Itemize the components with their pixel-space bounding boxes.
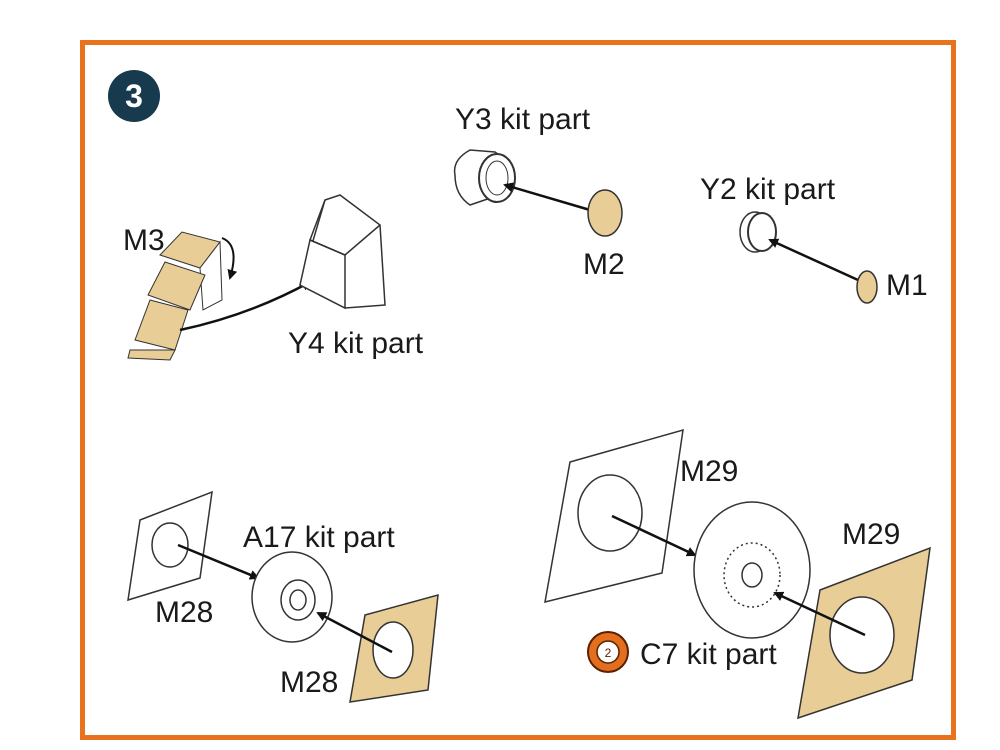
label-m1: M1 bbox=[886, 269, 928, 302]
label-c7-kit-part: C7 kit part bbox=[640, 638, 777, 671]
c7-assembly: 2 bbox=[544, 428, 931, 720]
y4-kit-part bbox=[299, 194, 386, 310]
label-m29-stencil: M29 bbox=[680, 455, 739, 488]
c7-badge-number: 2 bbox=[605, 646, 612, 660]
y2-assembly bbox=[739, 211, 878, 304]
label-m28-resin: M28 bbox=[280, 666, 339, 699]
m3-part bbox=[127, 231, 312, 361]
label-m29-resin: M29 bbox=[842, 518, 901, 551]
label-m2: M2 bbox=[583, 248, 625, 281]
a17-assembly bbox=[127, 490, 439, 703]
step-number-badge: 3 bbox=[108, 70, 160, 122]
label-y4-kit-part: Y4 kit part bbox=[288, 327, 424, 360]
label-y3-kit-part: Y3 kit part bbox=[455, 103, 591, 136]
label-a17-kit-part: A17 kit part bbox=[243, 521, 395, 554]
label-y2-kit-part: Y2 kit part bbox=[700, 173, 836, 206]
label-m28-stencil: M28 bbox=[155, 596, 214, 629]
label-m3: M3 bbox=[123, 224, 165, 257]
y3-assembly bbox=[453, 149, 623, 237]
step-frame bbox=[80, 40, 956, 740]
